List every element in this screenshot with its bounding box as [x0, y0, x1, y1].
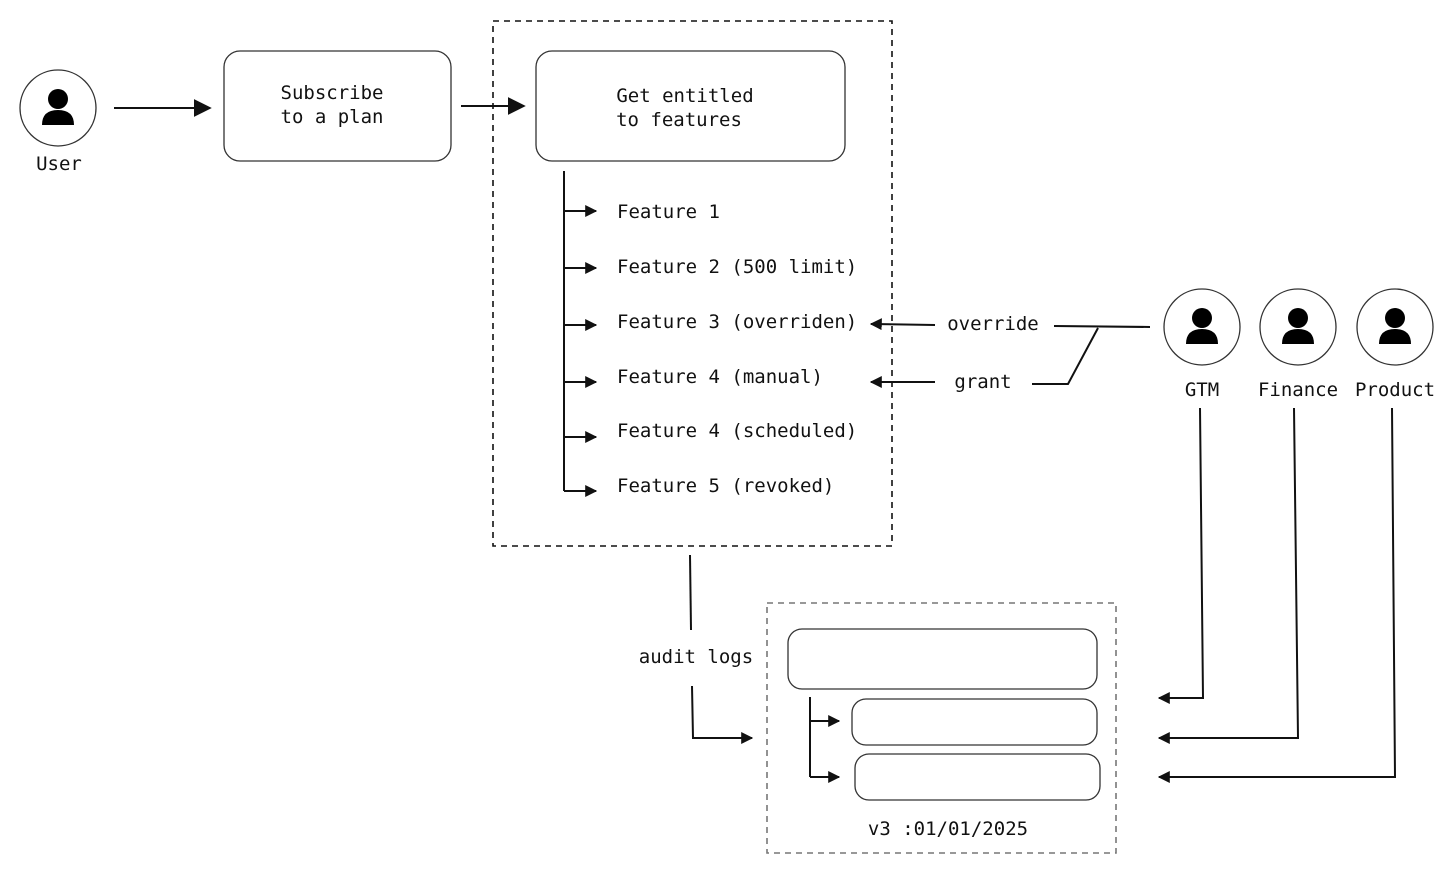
- entitlement-container: [492, 20, 893, 547]
- gtm-actor: GTM: [1163, 288, 1241, 401]
- audit-entry-main: [787, 628, 1098, 690]
- entitled-box: Get entitled to features: [535, 50, 846, 162]
- product-actor: Product: [1355, 288, 1435, 401]
- person-icon: [1379, 308, 1411, 344]
- grant-label: grant: [954, 371, 1011, 393]
- grant-connector: grant: [869, 327, 1099, 393]
- user-label: User: [36, 153, 82, 175]
- override-arrow: [869, 318, 936, 331]
- feature-item: Feature 2 (500 limit): [617, 256, 857, 278]
- person-icon: [1282, 308, 1314, 344]
- feature-item: Feature 1: [617, 201, 720, 223]
- audit-logs-label: audit logs: [639, 646, 753, 668]
- feature-item: Feature 4 (scheduled): [617, 420, 857, 442]
- audit-entry-child: [854, 753, 1101, 801]
- audit-log-container: [766, 602, 1117, 854]
- feature-item: Feature 3 (overriden): [617, 311, 857, 333]
- finance-label: Finance: [1258, 379, 1338, 401]
- subscribe-box: Subscribe to a plan: [223, 50, 452, 162]
- finance-actor: Finance: [1258, 288, 1338, 401]
- override-line-to-gtm: [1053, 325, 1151, 328]
- entitled-line2: to features: [616, 109, 742, 131]
- product-label: Product: [1355, 379, 1435, 401]
- audit-entry-child: [851, 698, 1098, 746]
- feature-item: Feature 5 (revoked): [617, 475, 834, 497]
- subscribe-line1: Subscribe: [281, 82, 384, 104]
- audit-logs-arrow: [691, 685, 754, 744]
- feature-list: Feature 1 Feature 2 (500 limit) Feature …: [564, 201, 857, 497]
- person-icon: [42, 89, 74, 125]
- override-connector: override: [869, 313, 1151, 335]
- feature-item: Feature 4 (manual): [617, 366, 823, 388]
- audit-logs-line-upper: [689, 554, 692, 631]
- gtm-to-audit-arrow: [1157, 407, 1205, 704]
- finance-to-audit-arrow: [1157, 407, 1300, 744]
- user-actor: User: [19, 69, 97, 175]
- audit-version-label: v3 :01/01/2025: [868, 818, 1028, 840]
- person-icon: [1186, 308, 1218, 344]
- override-label: override: [947, 313, 1039, 335]
- gtm-label: GTM: [1185, 379, 1219, 401]
- product-to-audit-arrow: [1157, 407, 1397, 783]
- entitled-line1: Get entitled: [616, 85, 753, 107]
- subscribe-line2: to a plan: [281, 106, 384, 128]
- grant-line-to-gtm: [1032, 327, 1099, 385]
